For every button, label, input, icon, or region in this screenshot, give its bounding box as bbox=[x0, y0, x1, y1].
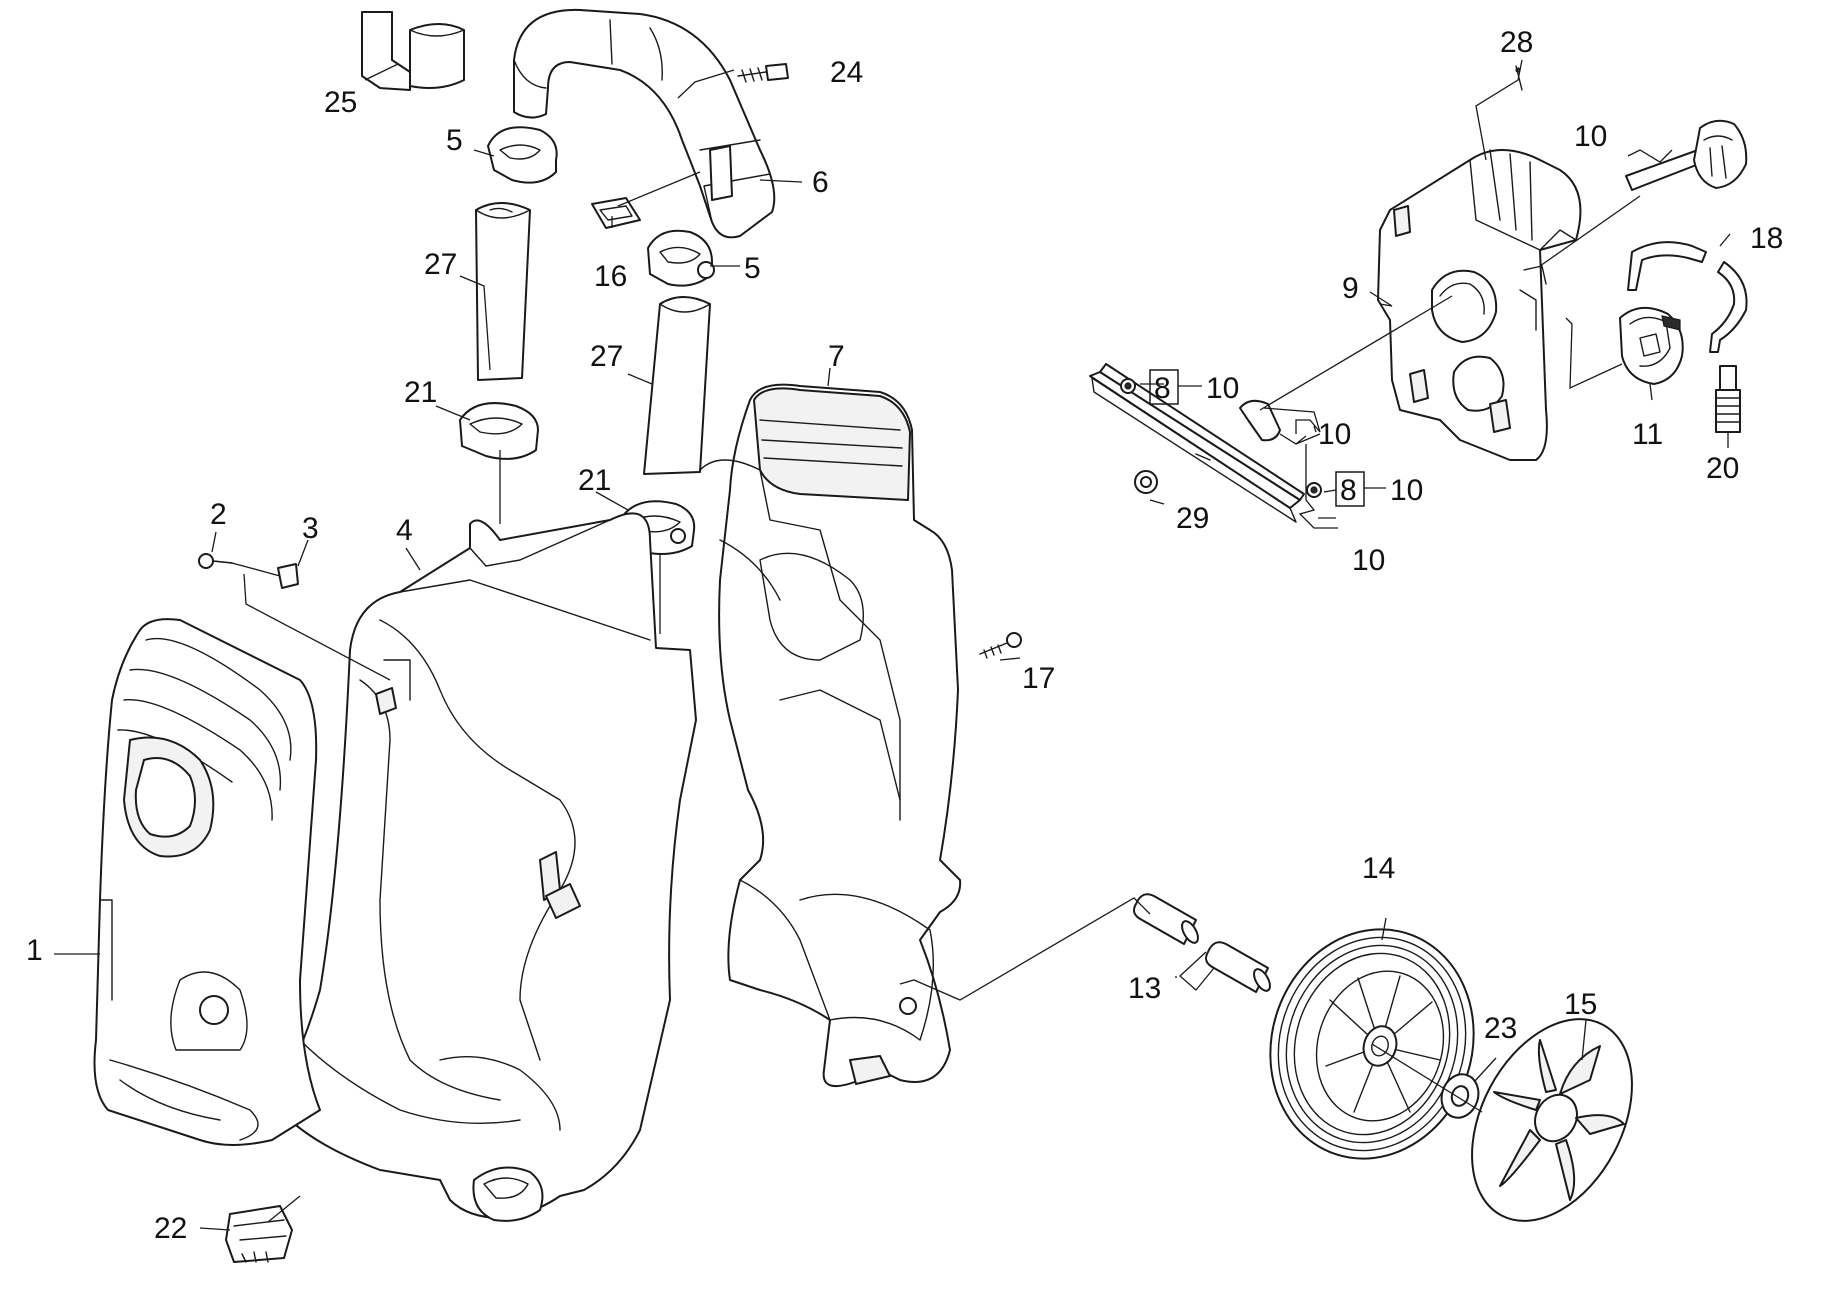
part-17-screw bbox=[979, 632, 1022, 659]
callout-27-right: 27 bbox=[590, 340, 623, 373]
callout-8-a: 8 bbox=[1154, 372, 1171, 405]
callout-4: 4 bbox=[396, 514, 413, 547]
callout-10-e: 10 bbox=[1352, 544, 1385, 577]
part-9-rear-panel bbox=[1377, 149, 1582, 461]
callout-21-right: 21 bbox=[578, 464, 611, 497]
part-5-grommet-second bbox=[647, 229, 715, 287]
callout-22: 22 bbox=[154, 1212, 187, 1245]
part-6-handle bbox=[513, 8, 776, 239]
callout-1: 1 bbox=[26, 934, 43, 967]
callout-10-a: 10 bbox=[1574, 120, 1607, 153]
callout-9: 9 bbox=[1342, 272, 1359, 305]
callout-15: 15 bbox=[1564, 988, 1597, 1021]
part-7-rear-frame bbox=[699, 383, 962, 1088]
part-27-tube-left bbox=[475, 202, 531, 381]
callout-27-left: 27 bbox=[424, 248, 457, 281]
part-23-ring bbox=[1440, 1073, 1480, 1119]
part-22-foot bbox=[225, 1205, 293, 1263]
callout-13: 13 bbox=[1128, 972, 1161, 1005]
callout-11: 11 bbox=[1632, 418, 1663, 451]
callout-25: 25 bbox=[324, 86, 357, 119]
part-15-hubcap bbox=[1471, 1018, 1633, 1222]
part-rail-assembly bbox=[1089, 363, 1322, 523]
part-4-lower-housing bbox=[271, 512, 697, 1222]
part-13-axles bbox=[1133, 893, 1271, 993]
callout-14: 14 bbox=[1362, 852, 1395, 885]
part-1-front-cover bbox=[93, 618, 321, 1146]
callout-10-c: 10 bbox=[1318, 418, 1351, 451]
part-24-screw bbox=[737, 63, 789, 83]
callout-8-b: 8 bbox=[1340, 474, 1357, 507]
part-10-shaft-knob bbox=[1625, 119, 1748, 191]
callout-20: 20 bbox=[1706, 452, 1739, 485]
part-27-tube-right bbox=[643, 296, 711, 475]
callout-29: 29 bbox=[1176, 502, 1209, 535]
callout-labels: 1 2 3 4 5 5 6 7 8 8 9 10 10 10 10 10 11 … bbox=[26, 26, 1783, 1245]
callout-2: 2 bbox=[210, 498, 227, 531]
callout-3: 3 bbox=[302, 512, 319, 545]
callout-7: 7 bbox=[828, 340, 845, 373]
callout-boxes bbox=[1149, 369, 1386, 519]
callout-18: 18 bbox=[1750, 222, 1783, 255]
part-18-hose bbox=[1627, 241, 1748, 353]
callout-10-d: 10 bbox=[1390, 474, 1423, 507]
part-5-grommet-top bbox=[487, 126, 558, 184]
callout-21-left: 21 bbox=[404, 376, 437, 409]
callout-6: 6 bbox=[812, 166, 829, 199]
callout-10-b: 10 bbox=[1206, 372, 1239, 405]
callout-28: 28 bbox=[1500, 26, 1533, 59]
callout-5-top: 5 bbox=[446, 124, 463, 157]
callout-17: 17 bbox=[1022, 662, 1055, 695]
callout-24: 24 bbox=[830, 56, 863, 89]
part-21-bushing-left bbox=[459, 402, 539, 460]
leader-lines bbox=[54, 59, 1731, 1231]
part-20-fitting bbox=[1715, 365, 1741, 433]
callout-5-second: 5 bbox=[744, 252, 761, 285]
part-16-latch bbox=[591, 197, 641, 229]
callout-16: 16 bbox=[594, 260, 627, 293]
part-11-knob bbox=[1619, 307, 1684, 385]
part-3-clip bbox=[277, 563, 299, 589]
callout-23: 23 bbox=[1484, 1012, 1517, 1045]
part-25-hose-holder bbox=[361, 11, 465, 91]
